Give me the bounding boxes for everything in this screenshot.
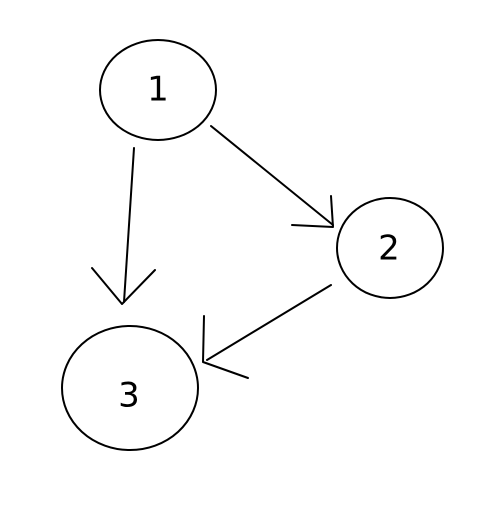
node-2-label: 2 [378,229,400,269]
edge-line-1-to-2 [210,125,334,226]
node-3-circle [61,325,199,451]
arrowhead-1-to-2 [291,195,334,228]
edge-line-2-to-3 [206,284,332,361]
edge-1-to-2 [210,125,334,228]
node-1-label: 1 [147,70,169,110]
node-1: 1 [99,39,217,141]
edge-line-1-to-3 [123,147,135,303]
edge-1-to-3 [91,147,156,305]
node-1-circle [99,39,217,141]
arrowhead-1-to-3 [91,267,156,305]
node-3-label: 3 [118,376,140,416]
node-2-circle [336,197,444,299]
node-2: 2 [336,197,444,299]
node-3: 3 [61,325,199,451]
edge-2-to-3 [202,284,332,379]
arrowhead-2-to-3 [202,315,249,379]
